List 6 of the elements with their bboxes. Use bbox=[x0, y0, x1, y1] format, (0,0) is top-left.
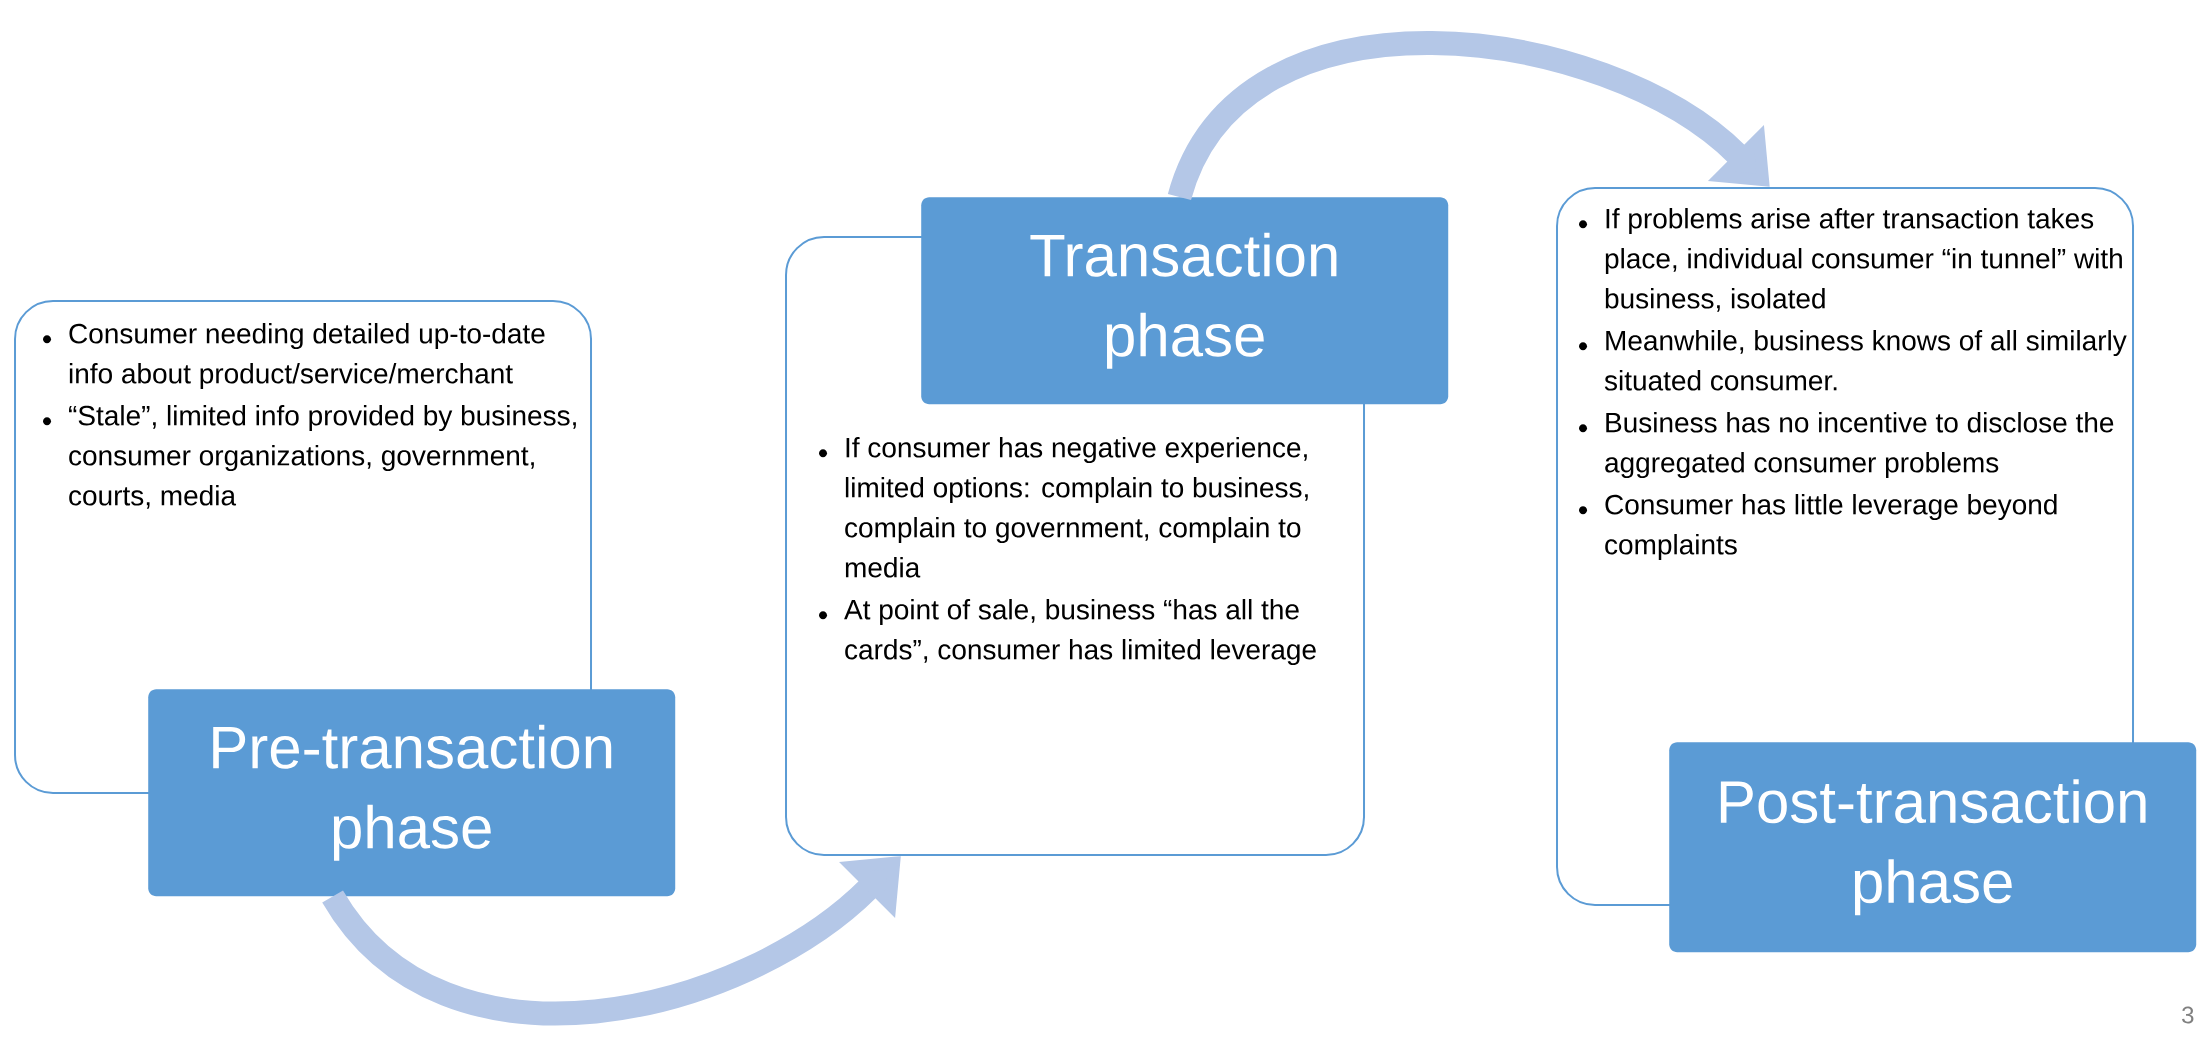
phase-title-box: Transaction phase bbox=[921, 197, 1449, 405]
phase-title-box: Post-transaction phase bbox=[1669, 742, 2197, 953]
curved-arrow bbox=[1168, 31, 1770, 202]
page-number: 3 bbox=[2182, 1006, 2194, 1024]
curved-arrow bbox=[322, 856, 901, 1026]
phase-title-box: Pre-transaction phase bbox=[148, 689, 676, 897]
